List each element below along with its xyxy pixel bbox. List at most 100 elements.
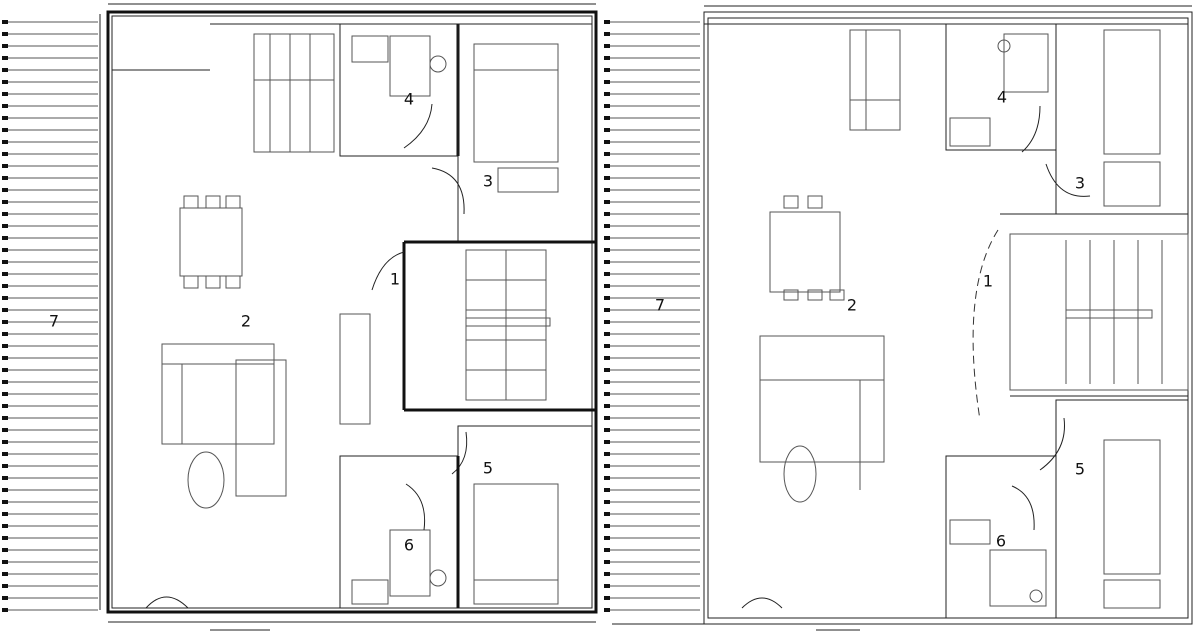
terrace-slat-tick — [2, 272, 8, 276]
vanity — [351, 35, 389, 63]
terrace-slat-tick — [2, 128, 8, 132]
room-label-left-bedroom-a: 3 — [483, 172, 493, 191]
terrace-slat-tick — [2, 524, 8, 528]
terrace-slat-tick — [2, 236, 8, 240]
outer-wall — [106, 10, 598, 614]
room-label-right-bath-b: 6 — [996, 532, 1006, 551]
chair — [783, 289, 799, 301]
terrace-slat-tick — [604, 284, 610, 288]
sofa — [759, 335, 885, 463]
bed — [473, 43, 559, 163]
terrace-slat-tick — [2, 212, 8, 216]
terrace-slat-tick — [2, 80, 8, 84]
door-swing — [431, 167, 465, 215]
door-swing — [371, 251, 405, 291]
column — [339, 313, 371, 425]
handrail — [465, 317, 551, 327]
door-swing — [1045, 163, 1091, 197]
stair-arc — [972, 229, 999, 421]
chair — [225, 275, 241, 289]
outer-wall-inner-line — [111, 15, 593, 609]
terrace-slat-tick — [604, 44, 610, 48]
room-label-right-bedroom-b: 5 — [1075, 460, 1085, 479]
terrace-slat-tick — [2, 500, 8, 504]
terrace-slat-tick — [2, 116, 8, 120]
terrace-slat-tick — [2, 464, 8, 468]
entrance-door-swing — [145, 596, 189, 609]
terrace-slat-tick — [604, 572, 610, 576]
terrace-slat-tick — [604, 584, 610, 588]
door-swing — [451, 431, 468, 475]
dining-table — [179, 207, 243, 277]
terrace-slat-tick — [2, 440, 8, 444]
room-label-right-bath-a: 4 — [997, 88, 1007, 107]
terrace-slat-tick — [604, 200, 610, 204]
terrace-slat-tick — [604, 416, 610, 420]
terrace-slat-tick — [2, 476, 8, 480]
terrace-slat-tick — [2, 332, 8, 336]
terrace-slat-tick — [2, 560, 8, 564]
coffee-table — [187, 451, 225, 509]
terrace-slat-tick — [604, 164, 610, 168]
room-label-left-terrace: 7 — [49, 312, 59, 331]
dining-table — [769, 211, 841, 293]
terrace-slat-tick — [2, 608, 8, 612]
plan-left — [99, 3, 598, 631]
terrace-slat-tick — [2, 224, 8, 228]
chair — [183, 195, 199, 209]
terrace-slat-tick — [604, 320, 610, 324]
terrace-slat-tick — [2, 416, 8, 420]
door-swing — [1011, 485, 1035, 531]
terrace-slat-tick — [604, 500, 610, 504]
terrace-slat-tick — [604, 212, 610, 216]
terrace-slat-tick — [604, 368, 610, 372]
toilet — [429, 55, 447, 73]
bed — [473, 483, 559, 605]
terrace-slat-tick — [604, 548, 610, 552]
terrace-slat-tick — [2, 584, 8, 588]
bedroom-b-walls — [1055, 399, 1189, 619]
terrace-slats-left — [2, 20, 98, 612]
terrace-slat-tick — [2, 32, 8, 36]
terrace-slat-tick — [2, 92, 8, 96]
terrace-slat-tick — [2, 44, 8, 48]
desk — [1103, 161, 1161, 207]
terrace-slat-tick — [2, 56, 8, 60]
terrace-slat-tick — [604, 20, 610, 24]
chair — [807, 289, 823, 301]
terrace-slat-tick — [2, 68, 8, 72]
entrance-door-swing — [741, 597, 783, 609]
room-label-right-bedroom-a: 3 — [1075, 174, 1085, 193]
kitchen-counter — [253, 33, 335, 153]
door-swing — [403, 103, 433, 149]
terrace-slat-tick — [2, 596, 8, 600]
door-swing — [405, 483, 426, 531]
terrace-slat-tick — [2, 104, 8, 108]
terrace-slat-tick — [2, 260, 8, 264]
terrace-slat-tick — [2, 488, 8, 492]
chair — [829, 289, 845, 301]
bedroom-b-walls — [457, 425, 593, 609]
terrace-slat-tick — [604, 92, 610, 96]
terrace-slat-tick — [604, 428, 610, 432]
tv-unit — [235, 359, 287, 497]
terrace-slat-tick — [604, 248, 610, 252]
terrace-slat-tick — [604, 608, 610, 612]
chair — [783, 195, 799, 209]
terrace-slat-tick — [2, 200, 8, 204]
room-label-left-hall: 1 — [390, 270, 400, 289]
vanity — [949, 117, 991, 147]
terrace-slat-tick — [604, 392, 610, 396]
terrace-slat-tick — [2, 404, 8, 408]
stair — [1009, 233, 1189, 391]
terrace-slat-tick — [604, 596, 610, 600]
terrace-slat-tick — [604, 464, 610, 468]
terrace-slat-tick — [2, 356, 8, 360]
bath-b-walls — [945, 455, 1057, 619]
handrail — [1065, 309, 1153, 319]
terrace-slat-tick — [604, 476, 610, 480]
terrace-slat-tick — [604, 224, 610, 228]
shower — [389, 529, 431, 597]
bed — [1103, 29, 1161, 155]
